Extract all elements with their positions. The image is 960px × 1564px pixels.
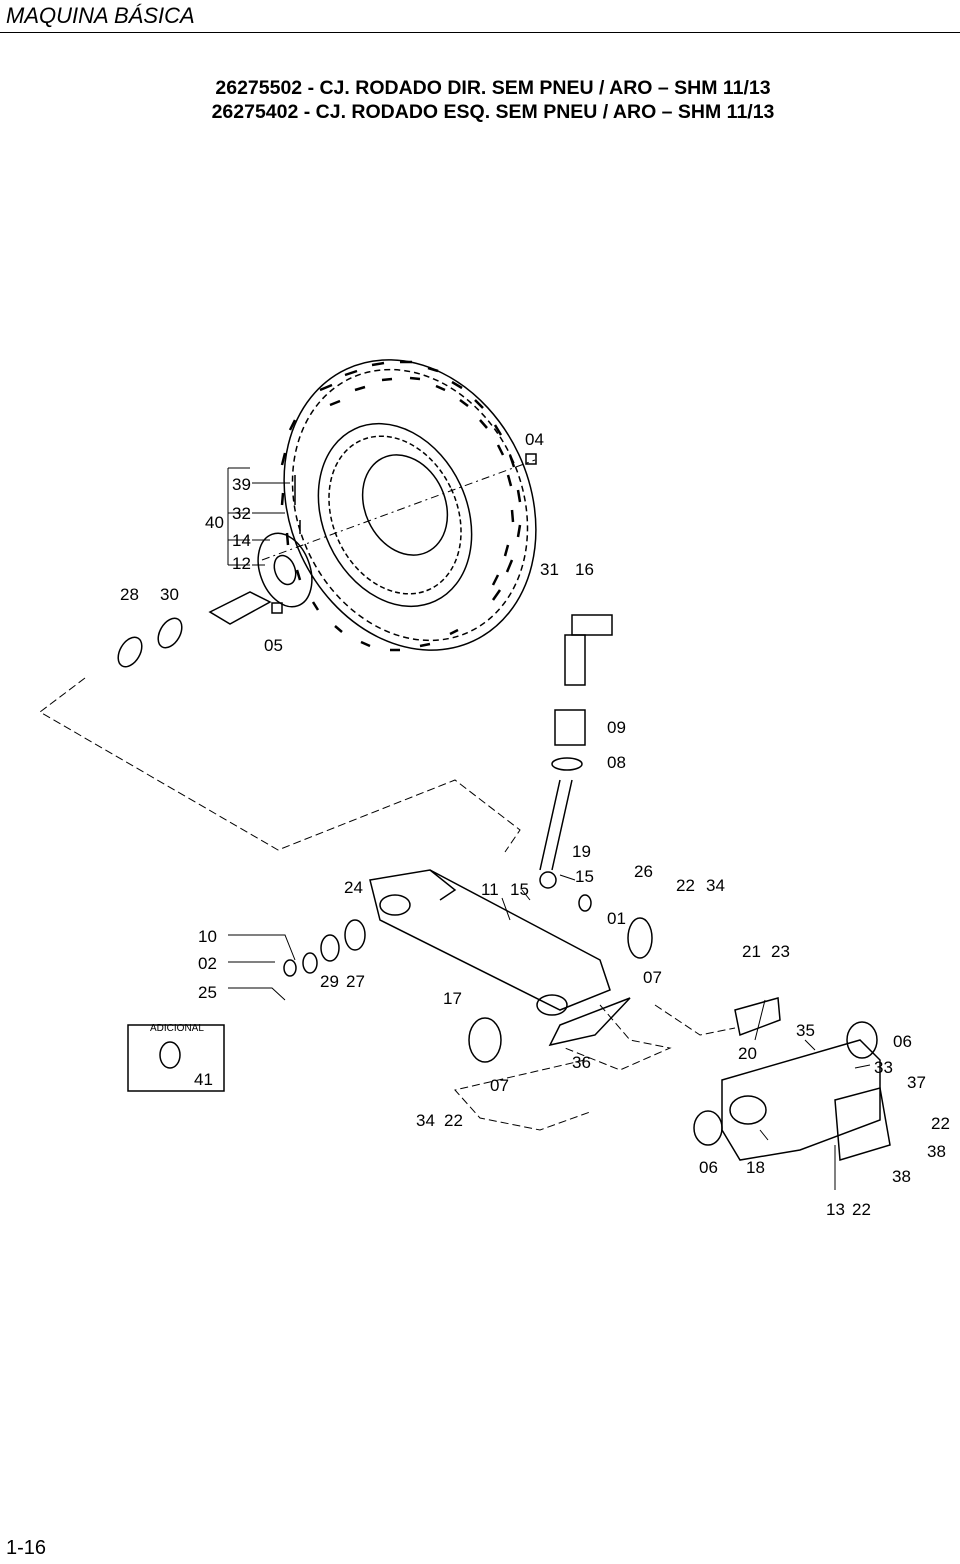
lower-leader-lines [454, 1059, 591, 1131]
nut-10-drawing [283, 959, 297, 977]
callout-21: 21 [742, 942, 761, 961]
callout-29: 29 [320, 972, 339, 991]
callout-40: 40 [205, 513, 224, 532]
callout-17: 17 [443, 989, 462, 1008]
callout-39: 39 [232, 475, 251, 494]
callout-30: 30 [160, 585, 179, 604]
callout-28: 28 [120, 585, 139, 604]
bolt-05-drawing [271, 602, 283, 614]
callout-14: 14 [232, 531, 251, 550]
document-titles: 26275502 - CJ. RODADO DIR. SEM PNEU / AR… [0, 76, 960, 124]
bracket-leader-lines [564, 1004, 736, 1071]
callout-11: 11 [481, 880, 499, 899]
assembly-title-left: 26275402 - CJ. RODADO ESQ. SEM PNEU / AR… [211, 101, 775, 123]
callout-08: 08 [607, 753, 626, 772]
callout-02: 02 [198, 954, 217, 973]
washer-01-drawing [578, 894, 592, 912]
callout-23: 23 [771, 942, 790, 961]
callout-22-bottom: 22 [852, 1200, 871, 1219]
callout-18: 18 [746, 1158, 765, 1177]
callout-22-upper: 22 [676, 876, 695, 895]
callout-32: 32 [232, 504, 251, 523]
callout-37: 37 [907, 1073, 926, 1092]
callout-leaders [227, 467, 871, 1190]
callout-36: 36 [572, 1053, 591, 1072]
bushing-07-lower-drawing [468, 1017, 502, 1063]
callout-34-upper: 34 [706, 876, 725, 895]
callout-07-upper: 07 [643, 968, 662, 987]
bearing-29-drawing [320, 934, 340, 962]
callout-01: 01 [607, 909, 626, 928]
callout-05: 05 [264, 636, 283, 655]
callout-27: 27 [346, 972, 365, 991]
callout-15-upper: 15 [575, 867, 594, 886]
seal-28-drawing [117, 636, 143, 668]
bushing-07-upper-drawing [627, 917, 653, 959]
assembly-title-right: 26275502 - CJ. RODADO DIR. SEM PNEU / AR… [215, 77, 771, 99]
assembly-leader-lines [39, 677, 521, 853]
callout-35: 35 [796, 1021, 815, 1040]
washer-02-drawing [302, 952, 318, 974]
callout-04: 04 [525, 430, 544, 449]
callout-26: 26 [634, 862, 653, 881]
callout-19: 19 [572, 842, 591, 861]
section-title: MAQUINA BÁSICA [6, 3, 195, 28]
bracket-18-drawing [693, 997, 891, 1161]
callout-20: 20 [738, 1044, 757, 1063]
callout-34-lower: 34 [416, 1111, 435, 1130]
callout-15: 15 [510, 880, 529, 899]
callout-24: 24 [344, 878, 363, 897]
spindle-drawing [539, 614, 613, 889]
header-rule [0, 32, 960, 33]
hub-drawing [208, 459, 536, 625]
tire-drawing [280, 359, 537, 652]
callout-16: 16 [575, 560, 594, 579]
callout-22-right: 22 [931, 1114, 950, 1133]
page-number: 1-16 [6, 1537, 47, 1559]
callout-22-lower: 22 [444, 1111, 463, 1130]
callout-38-upper: 38 [927, 1142, 946, 1161]
callout-09: 09 [607, 718, 626, 737]
callout-12: 12 [232, 554, 251, 573]
swing-arm-drawing [369, 869, 631, 1047]
seal-30-drawing [157, 617, 183, 649]
callout-13: 13 [826, 1200, 845, 1219]
callout-10: 10 [198, 927, 217, 946]
callout-25: 25 [198, 983, 217, 1002]
nut-04-drawing [525, 453, 537, 465]
callout-33: 33 [874, 1058, 893, 1077]
callout-06-lower: 06 [699, 1158, 718, 1177]
callout-31: 31 [540, 560, 559, 579]
callout-06-upper: 06 [893, 1032, 912, 1051]
page-header: MAQUINA BÁSICA [0, 0, 960, 34]
part-41-drawing [159, 1041, 181, 1069]
adicional-label: ADICIONAL [150, 1023, 204, 1034]
callout-07-lower: 07 [490, 1076, 509, 1095]
callout-41: 41 [194, 1070, 213, 1089]
bearing-27-drawing [344, 919, 366, 951]
adicional-box [127, 1024, 225, 1092]
callout-38-lower: 38 [892, 1167, 911, 1186]
